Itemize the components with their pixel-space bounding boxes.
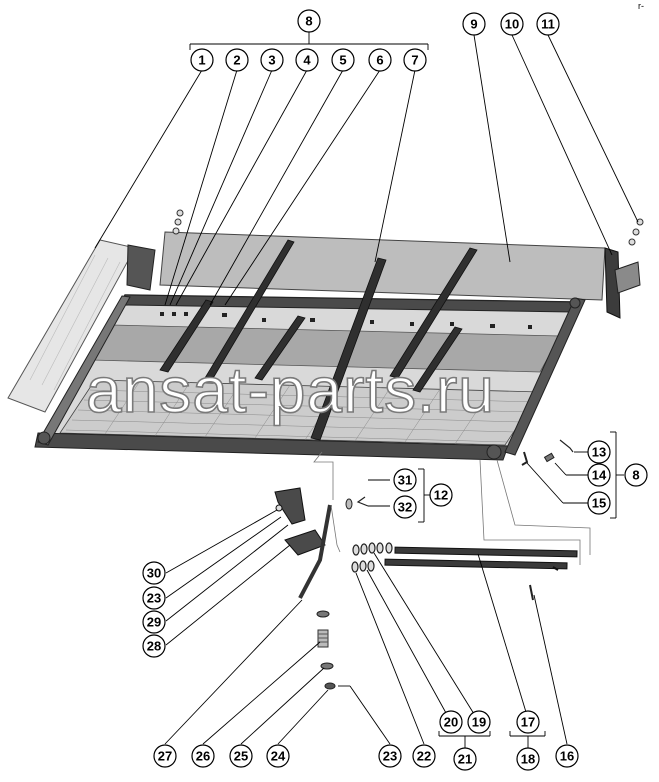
svg-text:27: 27: [158, 749, 172, 764]
callout-c9: 9: [462, 12, 486, 36]
left-side-beam: [37, 295, 131, 446]
svg-text:3: 3: [268, 53, 275, 68]
callout-c4: 4: [295, 48, 319, 72]
svg-text:18: 18: [521, 752, 535, 767]
svg-text:2: 2: [233, 53, 240, 68]
right-end-washers: [628, 218, 644, 246]
svg-text:31: 31: [398, 473, 412, 488]
corner-mark: r-: [638, 1, 644, 11]
corner-mounts: [37, 297, 581, 460]
svg-text:26: 26: [196, 749, 210, 764]
callout-c11: 11: [536, 12, 560, 36]
svg-text:7: 7: [411, 53, 418, 68]
svg-text:28: 28: [147, 639, 161, 654]
svg-text:19: 19: [472, 715, 486, 730]
callout-c6: 6: [368, 48, 392, 72]
svg-text:10: 10: [505, 17, 519, 32]
lever-assembly: [274, 487, 332, 599]
svg-text:12: 12: [434, 488, 448, 503]
svg-text:29: 29: [147, 615, 161, 630]
svg-text:11: 11: [541, 17, 555, 32]
callout-c7: 7: [403, 48, 427, 72]
svg-text:1: 1: [198, 53, 205, 68]
callout-c22: 22: [412, 744, 436, 768]
sieve-frame-assembly: [34, 231, 606, 461]
callout-c1: 1: [190, 48, 214, 72]
leader-lines: [94, 32, 639, 748]
svg-text:30: 30: [147, 566, 161, 581]
front-beam: [34, 432, 509, 461]
pin-16: [529, 584, 534, 601]
svg-text:20: 20: [444, 715, 458, 730]
spring-stack: [316, 610, 350, 690]
callout-c27: 27: [153, 744, 177, 768]
svg-text:21: 21: [458, 752, 472, 767]
sieve-mesh: [59, 379, 541, 446]
callout-c12: 12: [429, 483, 453, 507]
callout-c15: 15: [587, 491, 611, 515]
right-end-plate: [614, 261, 641, 294]
svg-text:8: 8: [632, 468, 639, 483]
left-rear-bracket: [126, 244, 156, 291]
watermark-text: ansat-parts.ru: [86, 354, 495, 426]
callout-c25: 25: [229, 744, 253, 768]
washers: [351, 542, 393, 573]
callout-c26: 26: [191, 744, 215, 768]
svg-text:6: 6: [376, 53, 383, 68]
callout-c3: 3: [260, 48, 284, 72]
latch-parts: [521, 439, 574, 466]
right-side-beam: [504, 297, 586, 456]
svg-text:15: 15: [592, 496, 606, 511]
svg-text:25: 25: [234, 749, 248, 764]
callout-c31: 31: [393, 468, 417, 492]
pin-parts: [345, 496, 369, 510]
svg-text:13: 13: [592, 445, 606, 460]
callout-c2: 2: [225, 48, 249, 72]
callout-c13: 13: [587, 440, 611, 464]
svg-text:32: 32: [398, 500, 412, 515]
callout-c20: 20: [439, 710, 463, 734]
left-side-shield: [7, 239, 136, 413]
callout-c16: 16: [555, 744, 579, 768]
svg-text:22: 22: [417, 749, 431, 764]
callout-c8-top: 8: [297, 9, 321, 33]
svg-text:23: 23: [383, 749, 397, 764]
callout-c29: 29: [142, 610, 166, 634]
svg-text:17: 17: [521, 715, 535, 730]
callout-c17: 17: [516, 710, 540, 734]
callout-c23-left: 23: [142, 586, 166, 610]
shafts: [384, 546, 578, 571]
callout-c5: 5: [331, 48, 355, 72]
sieve-mesh-lines: [65, 380, 536, 445]
callout-c30: 30: [142, 561, 166, 585]
svg-text:24: 24: [271, 749, 286, 764]
callout-c10: 10: [500, 12, 524, 36]
callout-c18: 18: [516, 747, 540, 771]
callout-c8-right: 8: [624, 463, 648, 487]
callout-c14: 14: [587, 463, 611, 487]
svg-text:16: 16: [560, 749, 574, 764]
svg-text:8: 8: [305, 14, 312, 29]
callout-c19: 19: [467, 710, 491, 734]
callout-c32: 32: [393, 495, 417, 519]
left-shield-hatch: [29, 254, 121, 391]
callout-c21: 21: [453, 747, 477, 771]
callout-c24: 24: [266, 744, 290, 768]
callout-c28: 28: [142, 634, 166, 658]
cross-bars: [159, 239, 478, 441]
bolt-row: [160, 312, 532, 329]
svg-text:14: 14: [592, 468, 607, 483]
svg-text:9: 9: [470, 17, 477, 32]
svg-text:5: 5: [339, 53, 346, 68]
svg-text:23: 23: [147, 591, 161, 606]
right-end-bracket: [604, 247, 621, 319]
explode-guides: [313, 451, 591, 565]
callout-c23-bottom: 23: [378, 744, 402, 768]
svg-text:4: 4: [303, 53, 311, 68]
left-rear-washers: [172, 209, 184, 235]
